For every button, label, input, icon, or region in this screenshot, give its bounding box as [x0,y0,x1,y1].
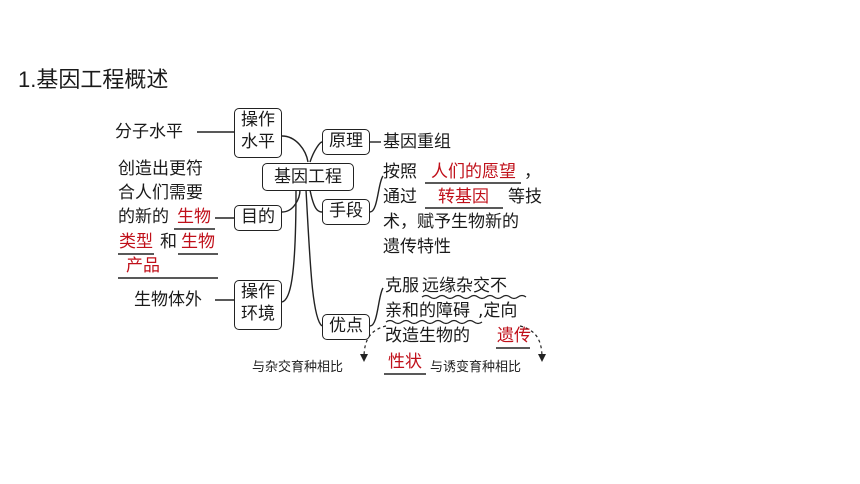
purpose-fill-3: 生物 [181,232,215,252]
note-left: 与杂交育种相比 [252,360,344,375]
means-l3: 术，赋予生物新的 [383,212,519,232]
center-box: 基因工程 [262,163,354,191]
purpose-box: 目的 [234,205,282,231]
principle-text: 基因重组 [383,132,451,152]
purpose-line-1: 创造出更符 [118,159,203,179]
purpose-and: 和 [160,232,177,252]
page-title: 1.基因工程概述 [18,67,169,92]
line-means-text [369,175,384,213]
purpose-fill-4: 产品 [126,256,160,276]
line-level-center [281,135,309,163]
level-text: 分子水平 [115,122,183,142]
purpose-line-2: 合人们需要 [118,183,203,203]
adv-fill-2: 性状 [388,352,422,372]
line-env-center [281,189,297,303]
adv-l3a: 改造生物的 [385,326,470,346]
adv-fill-1: 遗传 [497,326,531,346]
purpose-fill-2: 类型 [119,232,153,252]
note-right: 与诱变育种相比 [430,360,522,375]
line-means [309,189,323,213]
means-l1a: 按照 [383,162,417,182]
means-l1b: ， [524,162,541,182]
line-adv-text [369,287,384,327]
arrow-right [519,325,543,359]
adv-l2u: 亲和的障碍 [385,301,470,321]
env-box: 操作 环境 [234,280,282,330]
adv-l1u: 远缘杂交不 [422,276,507,296]
purpose-fill-1: 生物 [177,207,211,227]
means-fill-2: 转基因 [438,187,489,207]
line-principle [309,141,323,163]
purpose-line-3: 的新的 [118,207,169,227]
level-box: 操作 水平 [234,108,282,158]
line-purpose-center [281,189,301,213]
means-box: 手段 [322,199,370,225]
means-l4: 遗传特性 [383,237,451,257]
line-adv [305,189,323,327]
means-l2b: 等技 [508,187,542,207]
principle-box: 原理 [322,129,370,155]
adv-l1a: 克服 [385,276,419,296]
adv-l2b: ,定向 [478,301,518,321]
means-l2a: 通过 [383,187,417,207]
adv-box: 优点 [322,314,370,340]
env-text: 生物体外 [134,290,202,310]
means-fill-1: 人们的愿望 [431,162,516,182]
